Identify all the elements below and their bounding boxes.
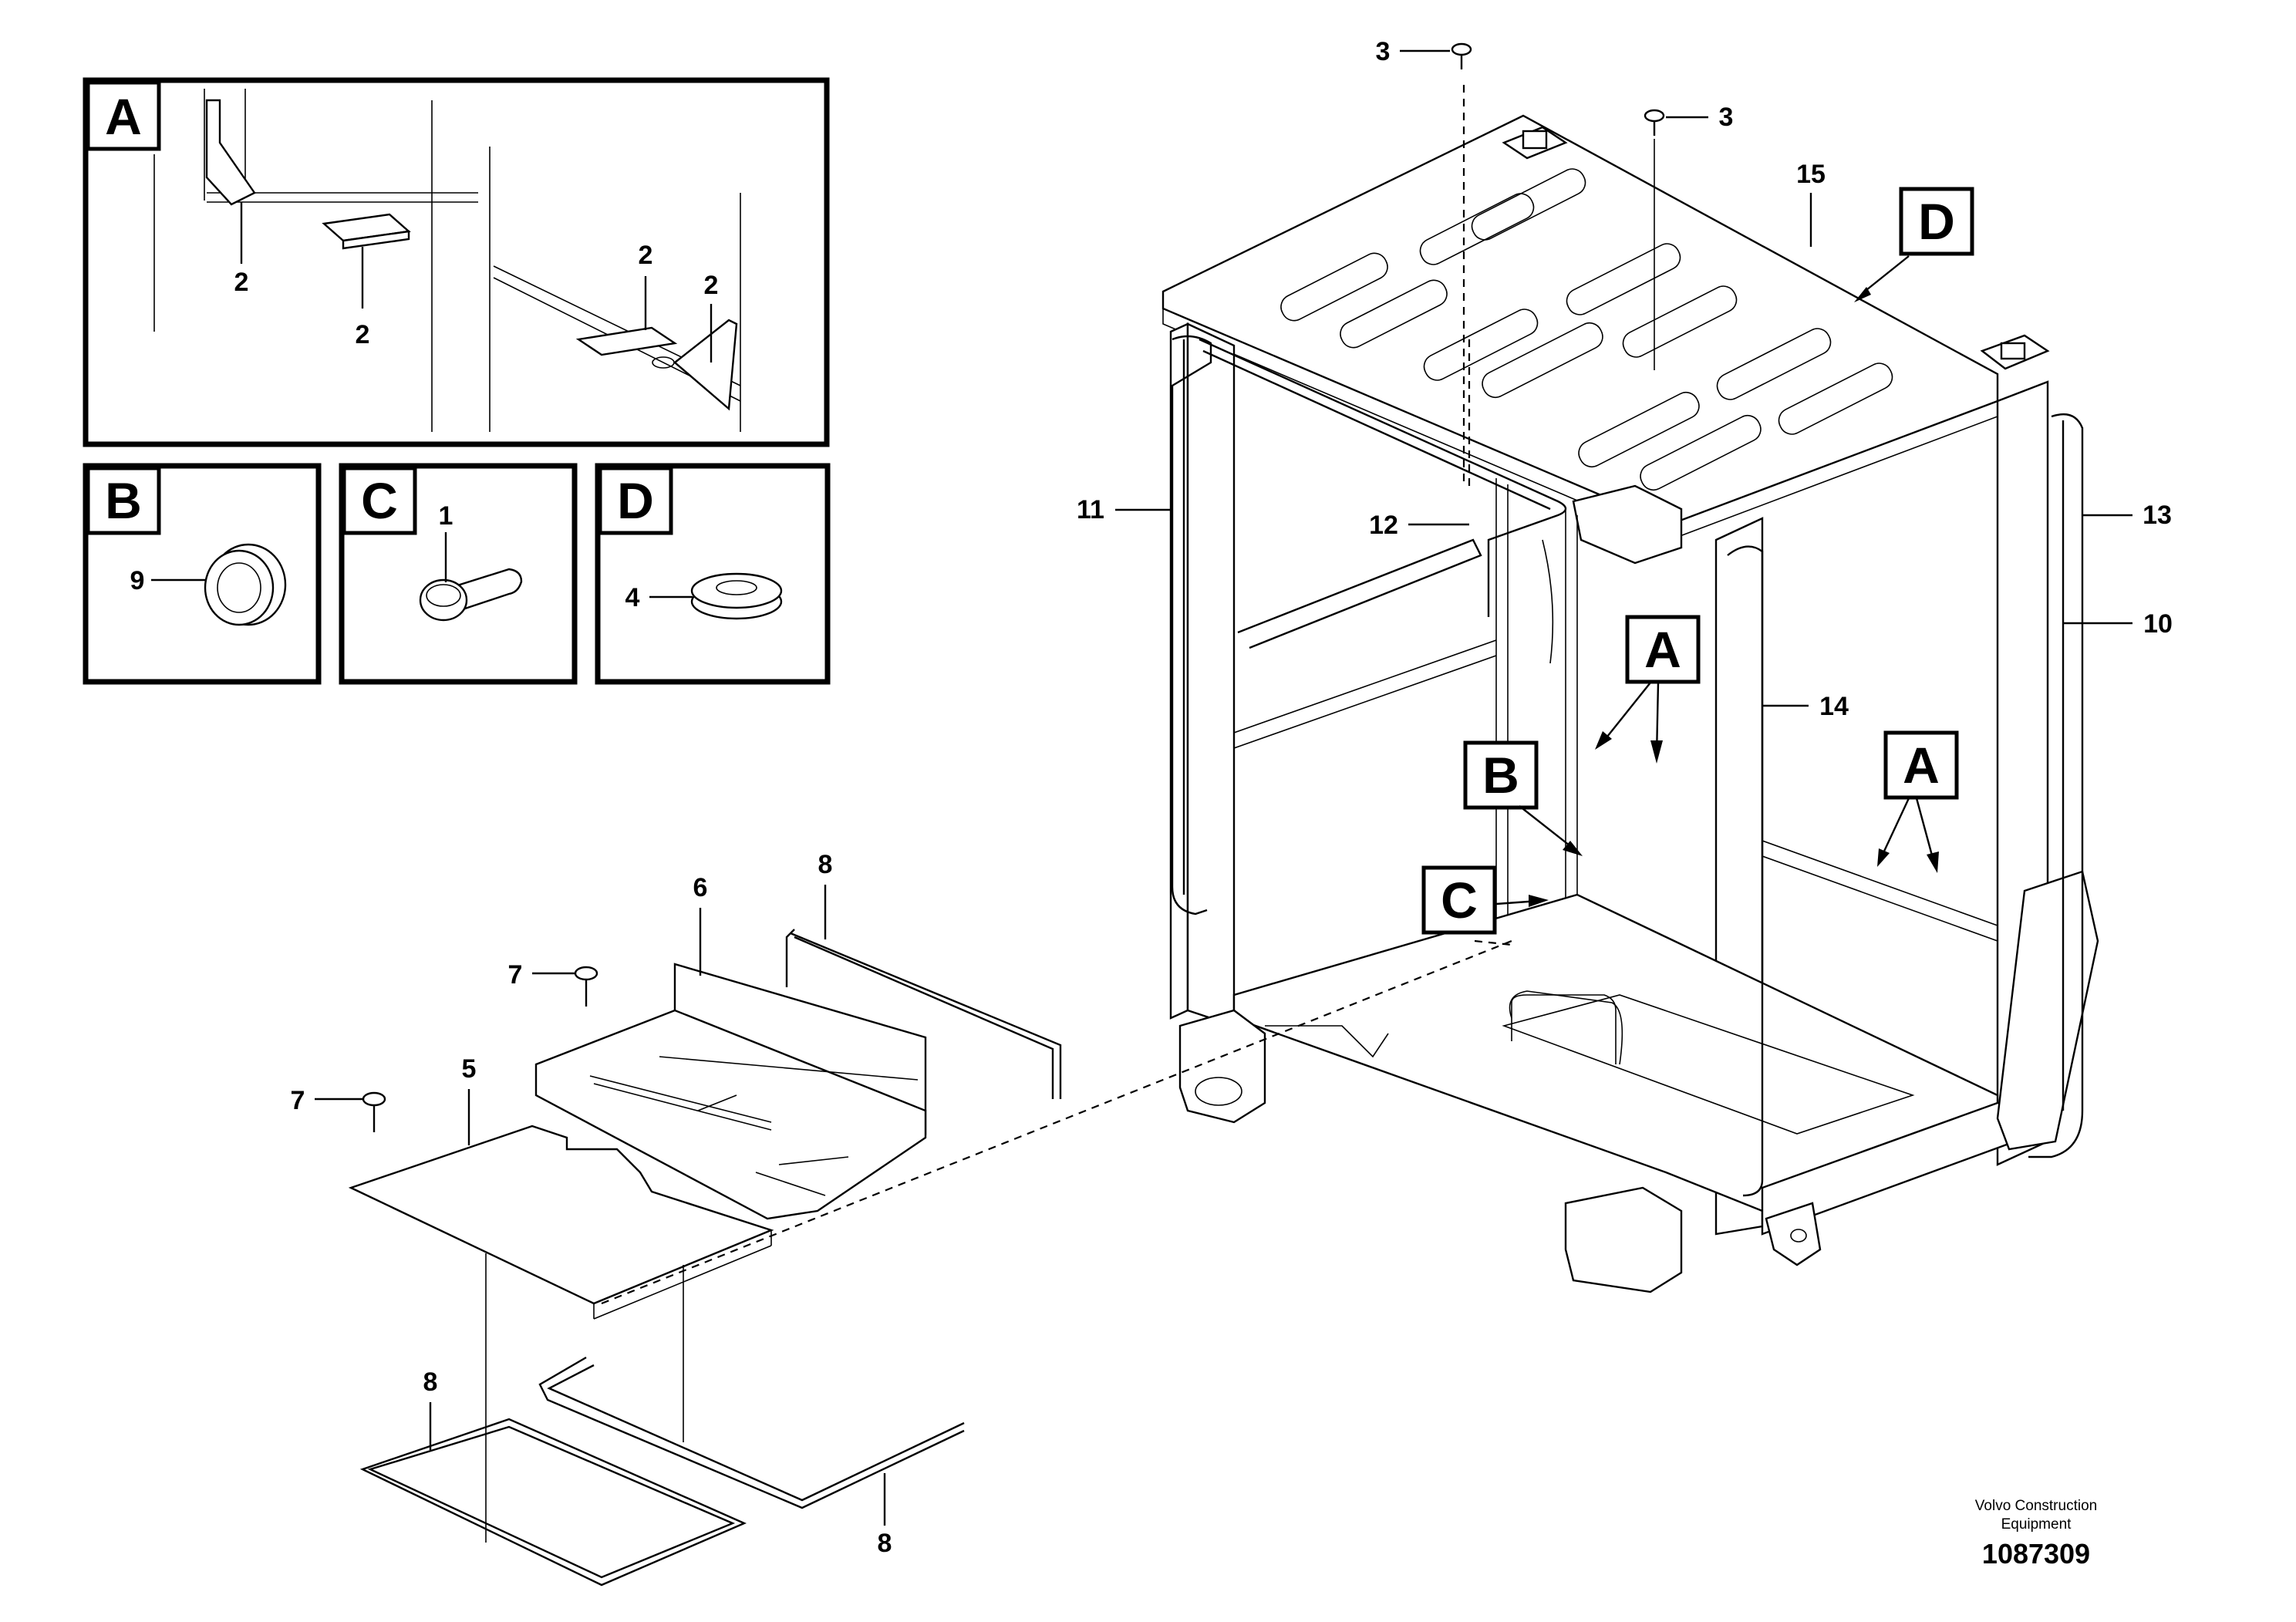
callout-7-lower: 7 [291,1086,362,1115]
svg-text:7: 7 [508,960,523,990]
screw-3-left [1451,42,1472,69]
svg-text:8: 8 [423,1367,438,1397]
svg-text:A: A [1644,621,1681,678]
detail-a-callout-4: 2 [704,271,719,300]
svg-text:3: 3 [1376,37,1391,66]
detail-view-a: A 2 2 2 2 [83,77,830,447]
svg-text:D: D [1918,193,1955,250]
svg-text:14: 14 [1819,692,1849,721]
detail-view-b: B 9 [83,463,322,685]
left-foot-mount [1178,1009,1266,1124]
callout-15: 15 [1796,160,1826,247]
callout-7-upper: 7 [508,960,575,990]
view-marker-b: B [1463,740,1583,856]
detail-c-callout: 1 [439,501,453,531]
detail-d-letter: D [617,472,654,529]
floor-alignment [601,939,1512,1305]
callout-6: 6 [693,873,708,976]
callout-12: 12 [1369,511,1469,540]
front-corner-bracket [1572,484,1683,565]
publisher-credit: Volvo Construction Equipment 1087309 [1975,1498,2097,1570]
callout-3-left: 3 [1376,37,1450,66]
callout-11: 11 [1077,495,1171,524]
detail-d-callout: 4 [625,583,640,612]
svg-text:8: 8 [818,850,833,879]
screw-7-upper [574,966,598,1007]
cross-tube [1237,538,1482,649]
detail-c-letter: C [361,472,398,529]
detail-a-callout-1: 2 [234,268,249,297]
lug [1765,1202,1822,1266]
screw-7-lower [362,1091,386,1132]
detail-a-callout-2: 2 [356,320,370,349]
detail-view-c: C 1 [339,463,578,685]
tube-13 [2028,413,2084,1158]
detail-a-tag [86,80,161,151]
cab-frame-assembly [1161,114,2099,1293]
svg-text:13: 13 [2143,501,2172,530]
grommet-part-4 [690,572,783,620]
callout-8-left: 8 [423,1367,438,1450]
front-foot-mount [1564,1186,1683,1293]
view-marker-d: D [1854,187,1974,302]
detail-view-d: D 4 [595,463,831,685]
detail-a-drawing [153,89,741,432]
credit-line-2: Equipment [2001,1516,2072,1533]
svg-text:3: 3 [1719,103,1734,132]
svg-text:12: 12 [1369,511,1398,540]
seal-8-bottom [538,1356,965,1509]
callout-8-bottom: 8 [878,1473,892,1558]
detail-d-tag [598,466,673,535]
detail-a-frame [83,77,830,447]
svg-text:B: B [1482,747,1519,804]
callout-3-right: 3 [1666,103,1733,132]
detail-b-callout: 9 [130,566,145,595]
seal-8-top [785,929,1062,1099]
seal-8-left [359,1418,747,1587]
svg-text:11: 11 [1077,495,1104,524]
detail-c-frame [339,463,578,685]
detail-a-letter: A [105,88,142,145]
tube-12 [1199,338,1567,617]
svg-text:10: 10 [2143,609,2173,639]
grommet-part-9 [204,543,287,626]
plate-6 [534,963,927,1220]
detail-d-frame [595,463,831,685]
left-post [1186,322,1236,1027]
roof-cutouts [1280,168,1893,491]
detail-b-tag [86,466,161,535]
credit-line-1: Volvo Construction [1975,1498,2097,1514]
callout-10: 10 [2063,609,2173,639]
detail-b-letter: B [105,472,142,529]
screw-3-right [1644,109,1665,370]
callout-5: 5 [462,1054,477,1145]
detail-a-callout-3: 2 [639,241,653,270]
floor-alignment-end [1474,939,1512,946]
svg-text:6: 6 [693,873,708,902]
view-marker-c: C [1421,865,1549,935]
callout-8-top: 8 [818,850,833,939]
tube-11 [1171,335,1212,916]
view-marker-a-right: A [1877,730,1959,873]
tube-14 [1727,545,1764,1197]
svg-text:7: 7 [291,1086,305,1115]
document-number: 1087309 [1982,1538,2090,1570]
pin-part-1 [419,568,523,622]
svg-text:15: 15 [1796,160,1826,189]
svg-text:C: C [1441,872,1478,929]
detail-b-frame [83,463,322,685]
callout-13: 13 [2082,501,2172,530]
detail-c-tag [342,466,417,535]
svg-text:5: 5 [462,1054,477,1084]
plate-5 [348,1125,774,1320]
svg-text:8: 8 [878,1529,892,1558]
callout-14: 14 [1762,692,1849,721]
svg-text:A: A [1903,737,1940,794]
view-marker-a-left: A [1595,615,1701,764]
